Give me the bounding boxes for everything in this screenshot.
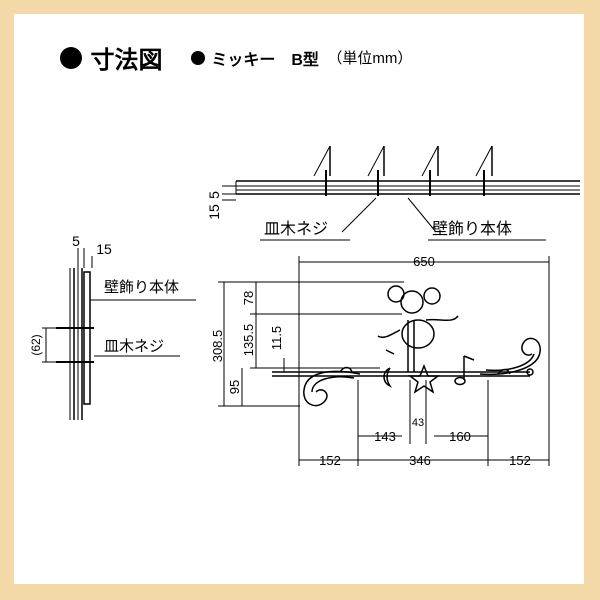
top-view <box>222 145 580 241</box>
dim-height-mid: 135.5 <box>241 324 256 357</box>
dim-label: 15 <box>206 204 222 220</box>
dim-label: 5 <box>72 233 80 249</box>
side-view <box>42 248 196 420</box>
dim-center-span: 346 <box>409 453 431 468</box>
dim-height-total: 308.5 <box>210 330 225 363</box>
dim-label: 5 <box>206 191 222 199</box>
dim-width-total: 650 <box>413 254 435 269</box>
dim-stem-width: 43 <box>412 417 424 429</box>
ornament-bracket <box>272 285 541 407</box>
label-body: 壁飾り本体 <box>104 279 179 296</box>
dim-left-end: 152 <box>319 453 341 468</box>
dim-height-top: 78 <box>241 291 256 305</box>
unit-note: （単位mm） <box>327 50 413 67</box>
dim-height-lower: 95 <box>227 380 242 394</box>
heading: 寸法図 ミッキー B型 （単位mm） <box>60 40 412 80</box>
page-title: 寸法図 <box>90 47 163 74</box>
dim-right-end: 152 <box>509 453 531 468</box>
bullet-icon <box>60 46 82 69</box>
label-screw: 皿木ネジ <box>104 338 164 355</box>
dim-right-offset: 160 <box>449 429 471 444</box>
bullet-icon <box>190 50 205 65</box>
dim-label: (62) <box>29 334 43 355</box>
label-body: 壁飾り本体 <box>432 219 512 238</box>
label-screw: 皿木ネジ <box>264 220 328 238</box>
dim-left-offset: 143 <box>374 429 396 444</box>
dim-height-small: 11.5 <box>269 326 284 350</box>
dim-label: 15 <box>96 241 112 257</box>
model-name: ミッキー B型 <box>211 51 319 69</box>
front-view-lines <box>218 256 550 466</box>
